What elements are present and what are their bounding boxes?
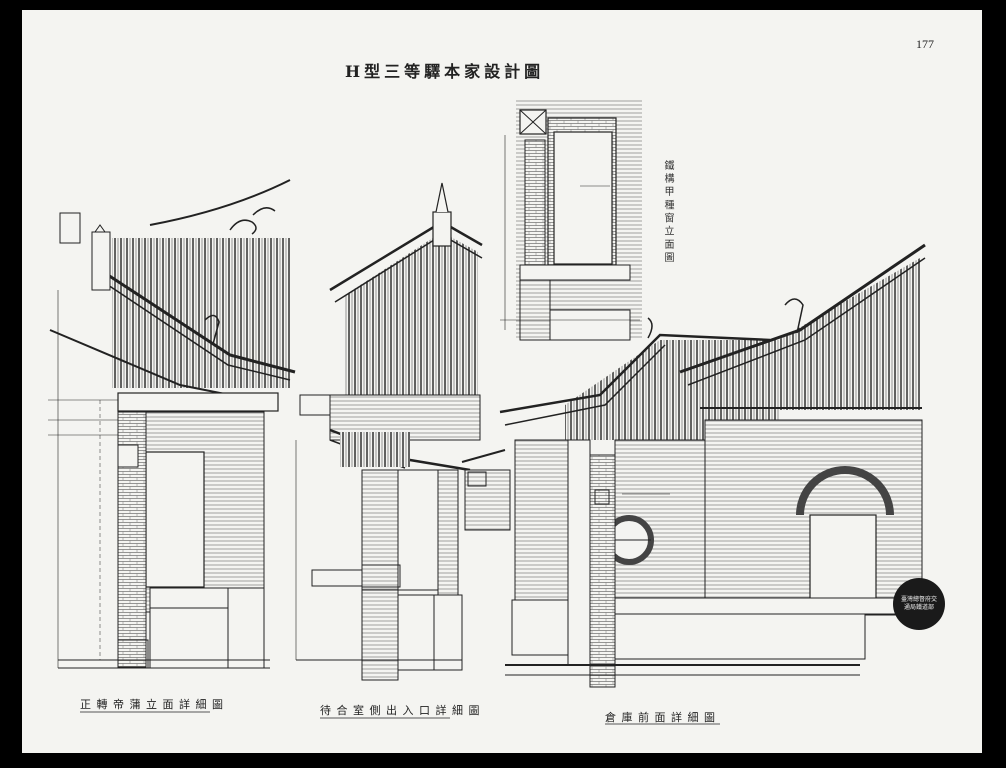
window-note-vertical: 鐵 構 甲 種 窗 立 面 圖 [662, 160, 673, 263]
seal-text: 臺灣總督府交通局鐵道部 [900, 596, 937, 611]
approval-seal: 臺灣總督府交通局鐵道部 [893, 578, 945, 630]
right-elevation-drawing [499, 243, 926, 688]
window-detail-drawing [500, 100, 642, 341]
left-elevation-drawing [48, 179, 296, 669]
caption-left-drawing: 正 轉 帝 蒲 立 面 詳 細 圖 [80, 698, 224, 711]
caption-right-drawing: 倉 庫 前 面 詳 細 圖 [605, 711, 716, 724]
caption-middle-drawing: 待 合 室 側 出 入 口 詳 細 圖 [320, 704, 481, 717]
page-number: 177 [916, 37, 934, 51]
plate-title: H型三等驛本家設計圖 [345, 62, 545, 81]
middle-elevation-drawing [295, 182, 511, 681]
